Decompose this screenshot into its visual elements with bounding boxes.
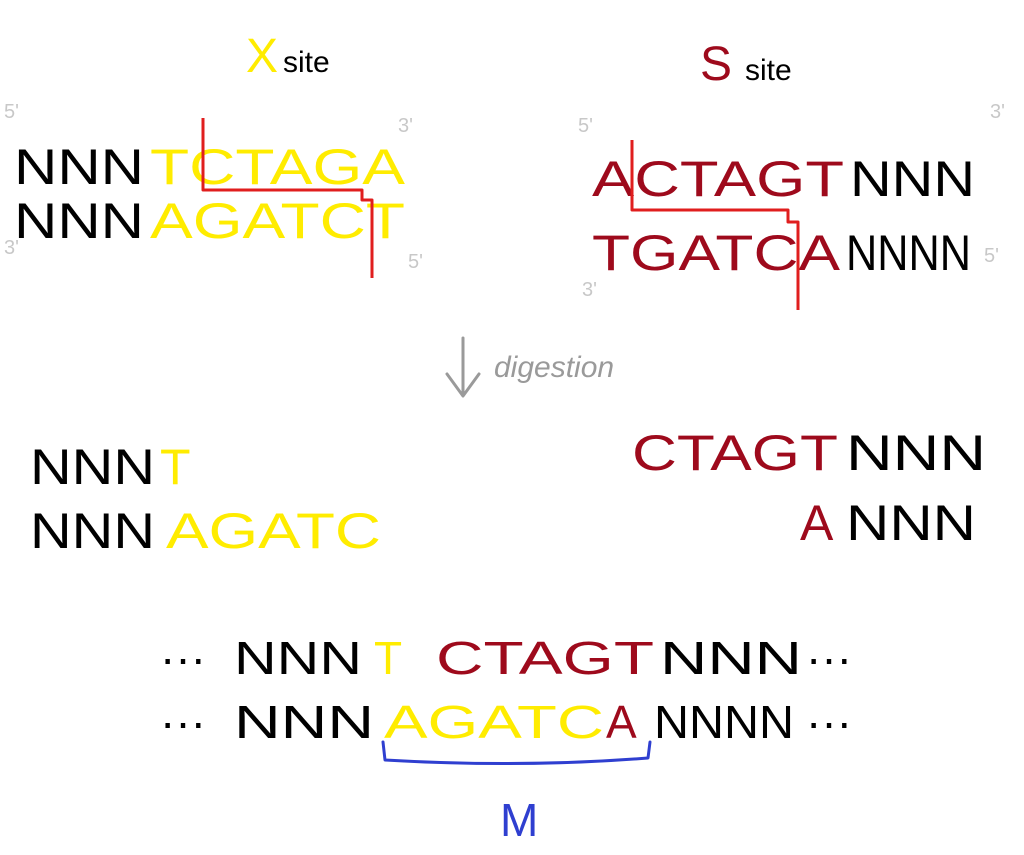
ligated-top-s-part: CTAGT bbox=[436, 632, 654, 684]
s-fragment-bottom-overhang: A bbox=[800, 495, 834, 551]
x-site-top-sequence: TCTAGA bbox=[150, 139, 406, 195]
ligated-bottom-left-flank: NNN bbox=[234, 696, 374, 748]
s-site-end-top-left: 5' bbox=[578, 115, 593, 137]
s-site-bottom-flank: NNNN bbox=[846, 225, 971, 281]
x-fragment-bottom-flank: NNN bbox=[30, 503, 155, 559]
s-site-end-top-right: 3' bbox=[990, 101, 1005, 123]
x-site-panel: X site 5' 3' 3' 5' NNN TCTAGA NNN AGATCT bbox=[4, 30, 423, 278]
s-site-cut-line bbox=[630, 140, 800, 310]
x-fragment-top-flank: NNN bbox=[30, 439, 155, 495]
ligated-top-right-flank: NNN bbox=[660, 632, 802, 684]
ligated-bottom-right-flank: NNNN bbox=[654, 696, 794, 748]
s-fragment-top-overhang: CTAGT bbox=[632, 425, 838, 481]
ligated-top-right-dots: ··· bbox=[806, 632, 852, 684]
scar-bracket bbox=[381, 740, 652, 766]
x-site-top-flank: NNN bbox=[14, 139, 144, 195]
x-fragment-bottom-overhang: AGATC bbox=[166, 503, 381, 559]
x-site-bottom-sequence: AGATCT bbox=[150, 193, 405, 249]
ligated-bottom-s-part: A bbox=[606, 696, 637, 748]
s-site-panel: S site 5' 3' 3' 5' ACTAGT NNN TGATCA NNN… bbox=[578, 38, 1005, 310]
x-fragment-top-overhang: T bbox=[160, 439, 191, 495]
x-fragment: NNN T NNN AGATC bbox=[30, 439, 381, 559]
s-site-top-flank: NNN bbox=[850, 151, 975, 207]
s-fragment-bottom-flank: NNN bbox=[846, 495, 976, 551]
ligated-top-left-dots: ··· bbox=[160, 632, 206, 684]
x-site-bottom-flank: NNN bbox=[14, 193, 144, 249]
s-site-end-bottom-right: 5' bbox=[984, 245, 999, 267]
x-site-end-bottom-right: 5' bbox=[408, 251, 423, 273]
s-fragment-top-flank: NNN bbox=[846, 425, 986, 481]
x-site-title-letter: X bbox=[246, 30, 278, 83]
x-site-cut-line bbox=[201, 118, 374, 278]
down-arrow-icon bbox=[445, 336, 481, 398]
ligated-top-left-flank: NNN bbox=[234, 632, 362, 684]
ligated-product: ··· NNN T CTAGT NNN ··· ··· NNN AGATC A … bbox=[160, 632, 852, 846]
x-site-end-top-right: 3' bbox=[398, 115, 413, 137]
ligated-top-x-part: T bbox=[374, 632, 402, 684]
s-site-end-bottom-left: 3' bbox=[582, 279, 597, 301]
s-site-title-word: site bbox=[745, 54, 792, 87]
x-site-end-top-left: 5' bbox=[4, 101, 19, 123]
s-fragment: CTAGT NNN A NNN bbox=[632, 425, 986, 551]
ligated-bottom-right-dots: ··· bbox=[806, 696, 852, 748]
x-site-title-word: site bbox=[283, 46, 330, 79]
ligated-bottom-x-part: AGATC bbox=[384, 696, 604, 748]
s-site-title-letter: S bbox=[700, 38, 732, 91]
scar-label: M bbox=[500, 794, 538, 846]
ligated-bottom-left-dots: ··· bbox=[160, 696, 206, 748]
x-site-end-bottom-left: 3' bbox=[4, 237, 19, 259]
digestion-label: digestion bbox=[494, 351, 614, 384]
s-site-bottom-sequence: TGATCA bbox=[592, 225, 841, 281]
digestion-step: digestion bbox=[445, 336, 614, 398]
s-site-top-sequence: ACTAGT bbox=[592, 151, 844, 207]
